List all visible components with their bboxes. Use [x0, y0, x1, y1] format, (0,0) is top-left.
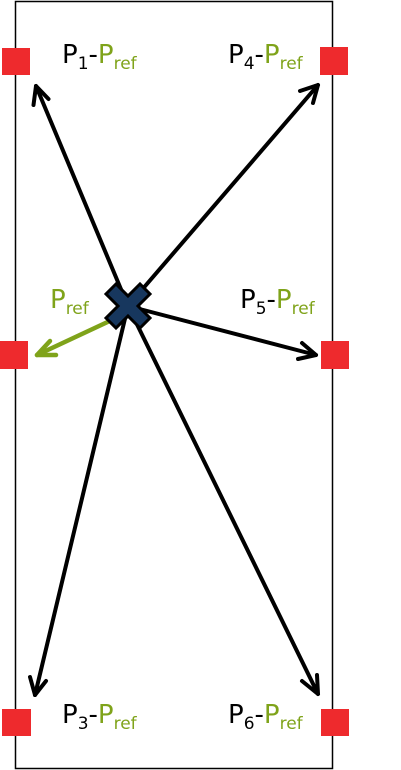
arrow-to-p4 — [126, 83, 320, 308]
sensor-marker-p4 — [320, 47, 348, 75]
arrow-to-p5 — [126, 304, 318, 361]
sensor-marker-p1 — [2, 48, 30, 75]
sensor-marker-p3 — [2, 709, 31, 736]
sensor-marker-p5 — [321, 341, 349, 369]
arrow-to-p3 — [28, 304, 130, 697]
label-p1: P1-Pref — [62, 40, 137, 74]
arrow-to-p1 — [31, 84, 130, 308]
label-pref: Pref — [50, 285, 89, 319]
sensor-marker-pref — [0, 341, 28, 369]
arrow-to-p6 — [126, 304, 320, 696]
label-p3: P3-Pref — [62, 700, 137, 734]
sensor-marker-p6 — [321, 709, 349, 736]
label-p6: P6-Pref — [228, 700, 303, 734]
label-p5: P5-Pref — [240, 285, 315, 319]
cross-icon — [103, 281, 153, 331]
ref-arrow — [34, 316, 117, 358]
frame-rectangle — [14, 0, 334, 770]
label-p4: P4-Pref — [228, 40, 303, 74]
